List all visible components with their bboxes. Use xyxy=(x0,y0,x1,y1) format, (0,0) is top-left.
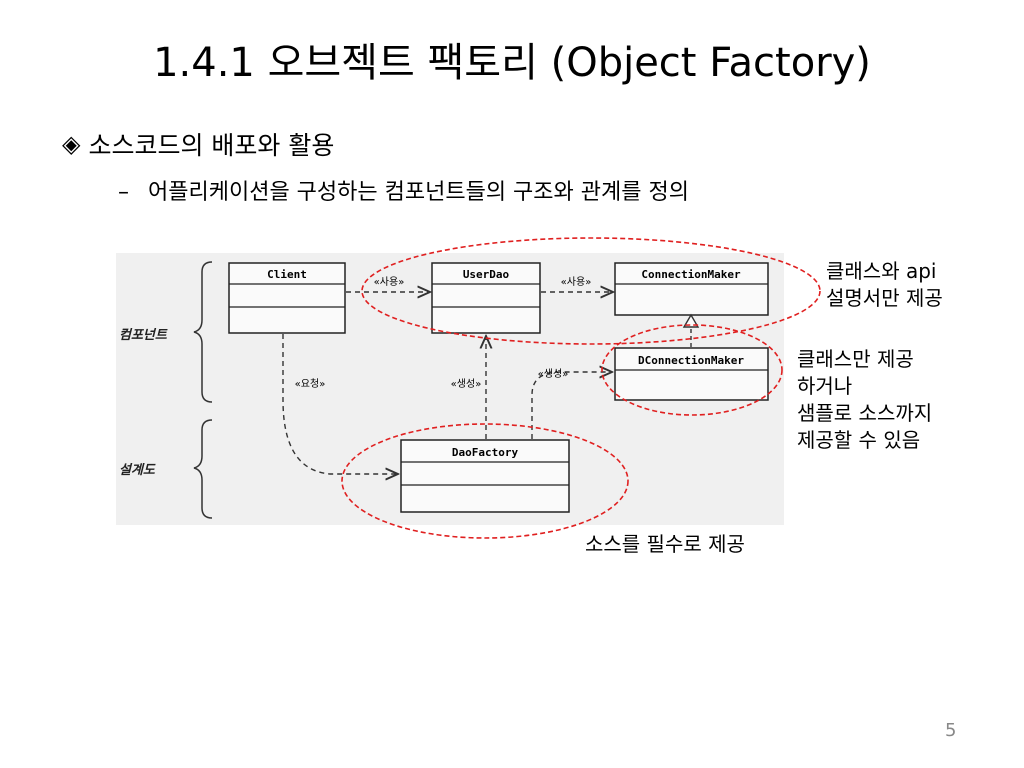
edge-userdao-to-connectionmaker: «사용» xyxy=(541,276,613,292)
class-box-client: Client xyxy=(228,262,346,334)
dash-bullet-icon: – xyxy=(118,180,129,205)
class-box-connectionmaker: ConnectionMaker xyxy=(614,262,769,316)
class-name-connectionmaker: ConnectionMaker xyxy=(641,268,741,281)
class-name-daofactory: DaoFactory xyxy=(452,446,519,459)
edge-label-use-1: «사용» xyxy=(374,276,405,288)
design-brace xyxy=(193,419,213,519)
edge-label-create-1: «생성» xyxy=(451,378,482,390)
edge-label-request: «요청» xyxy=(295,378,326,390)
annotation-top-line-2: 설명서만 제공 xyxy=(826,286,943,310)
side-label-design: 설계도 xyxy=(119,462,156,478)
annotation-middle-line-4: 제공할 수 있음 xyxy=(797,428,921,452)
diamond-bullet-icon: ◈ xyxy=(62,130,81,158)
sub-bullet-item: – 어플리케이션을 구성하는 컴포넌트들의 구조와 관계를 정의 xyxy=(118,174,689,206)
annotation-top: 클래스와 api 설명서만 제공 xyxy=(826,258,943,312)
edge-dconnectionmaker-realizes-connectionmaker xyxy=(682,313,700,347)
sub-bullet-text: 어플리케이션을 구성하는 컴포넌트들의 구조와 관계를 정의 xyxy=(148,180,689,205)
edge-daofactory-create-userdao: «생성» xyxy=(451,336,486,439)
bullet-text: 소스코드의 배포와 활용 xyxy=(88,131,335,160)
annotation-middle-line-3: 샘플로 소스까지 xyxy=(797,401,933,425)
component-brace xyxy=(193,261,213,403)
class-name-client: Client xyxy=(267,268,307,281)
page-number: 5 xyxy=(945,720,957,741)
class-name-userdao: UserDao xyxy=(463,268,510,281)
annotation-middle-line-2: 하거나 xyxy=(797,374,853,398)
annotation-middle: 클래스만 제공 하거나 샘플로 소스까지 제공할 수 있음 xyxy=(797,346,932,454)
highlight-ellipse-interfaces xyxy=(361,237,821,345)
side-label-component: 컴포넌트 xyxy=(119,328,168,343)
bullet-item: ◈ 소스코드의 배포와 활용 xyxy=(62,126,334,162)
class-box-daofactory: DaoFactory xyxy=(400,439,570,513)
highlight-ellipse-implementation xyxy=(601,324,783,416)
edge-label-create-2: «생성» xyxy=(538,368,569,380)
highlight-ellipse-factory xyxy=(341,423,629,539)
slide-title: 1.4.1 오브젝트 팩토리 (Object Factory) xyxy=(153,40,871,86)
class-name-dconnectionmaker: DConnectionMaker xyxy=(638,354,744,367)
class-box-dconnectionmaker: DConnectionMaker xyxy=(614,347,769,401)
annotation-middle-line-1: 클래스만 제공 xyxy=(797,347,914,371)
edge-daofactory-create-dconnectionmaker: «생성» xyxy=(531,368,612,439)
edge-client-to-userdao: «사용» xyxy=(346,276,430,292)
annotation-top-line-1: 클래스와 api xyxy=(826,259,937,283)
edge-client-request-daofactory: «요청» xyxy=(282,334,398,474)
class-box-userdao: UserDao xyxy=(431,262,541,334)
annotation-bottom: 소스를 필수로 제공 xyxy=(585,532,745,556)
edge-label-use-2: «사용» xyxy=(561,276,592,288)
